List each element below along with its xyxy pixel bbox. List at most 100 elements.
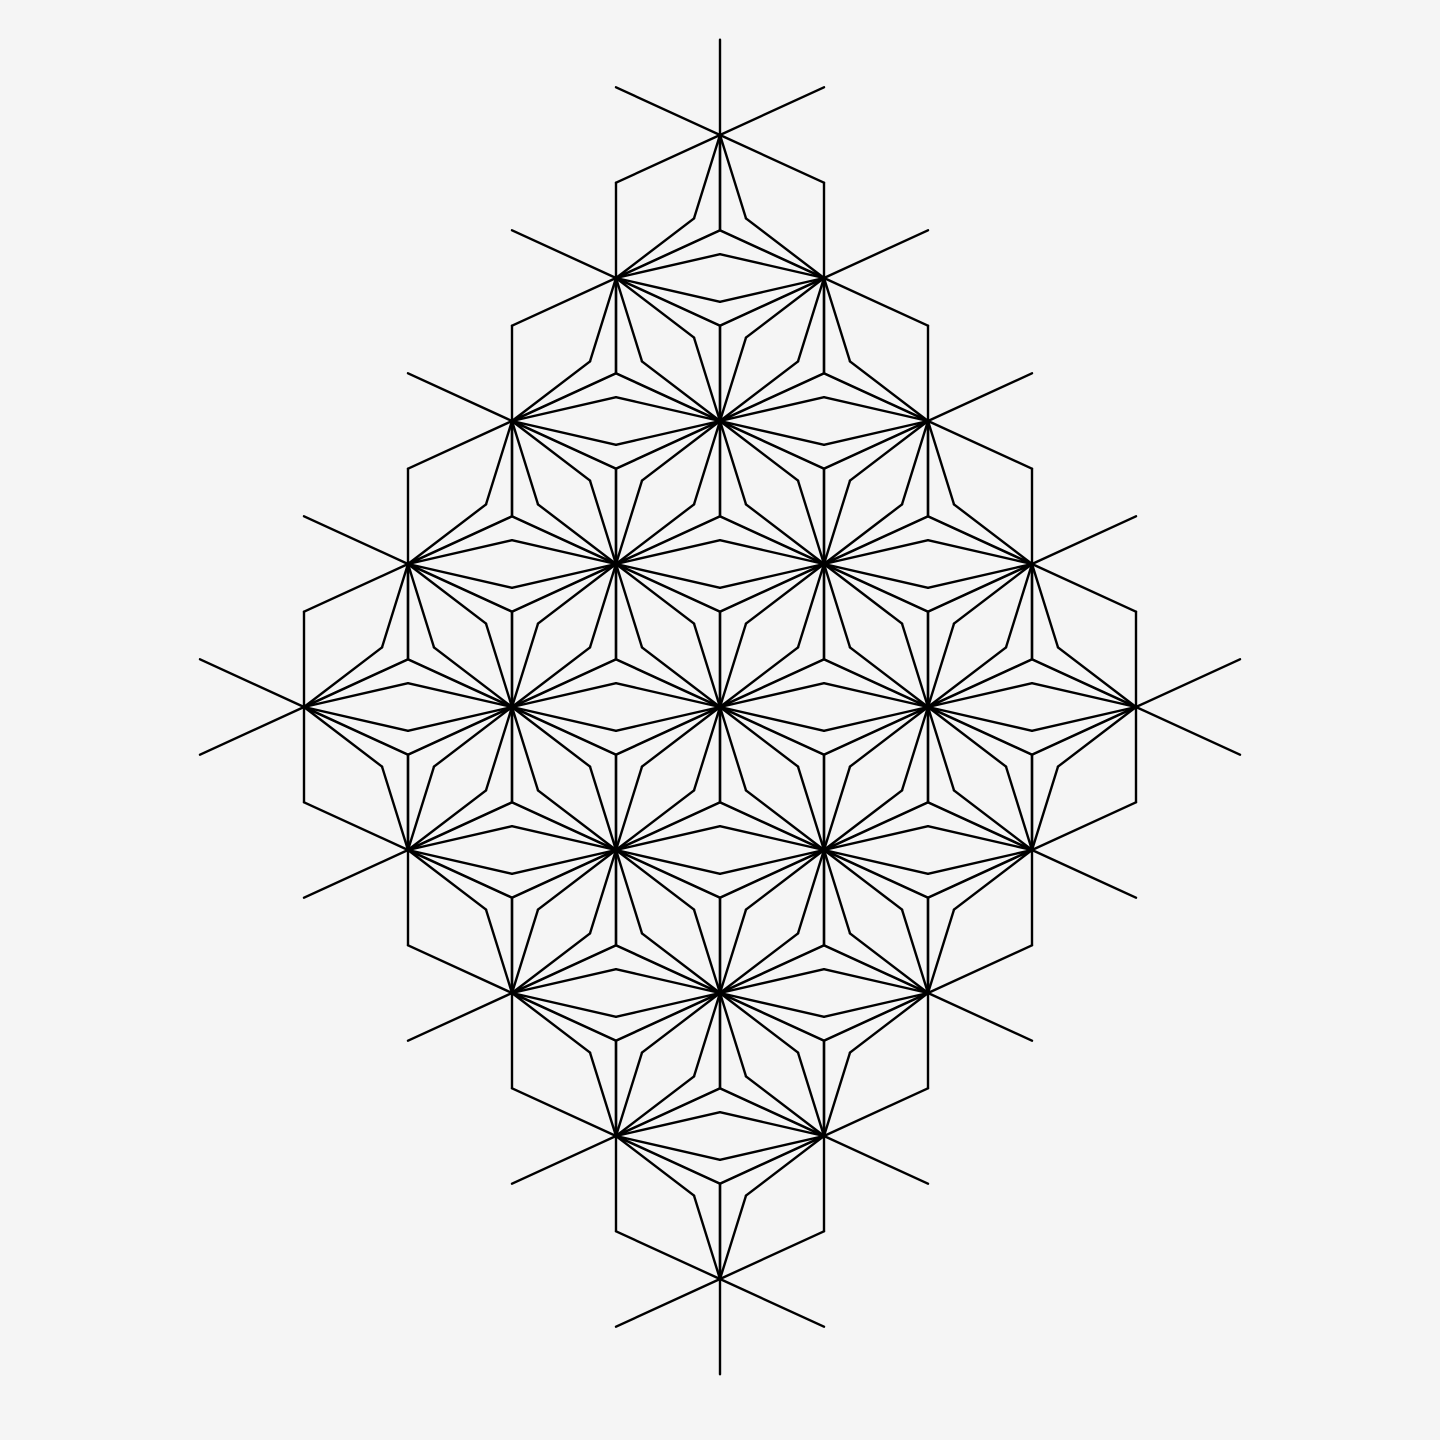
pattern-line: [510, 991, 592, 1054]
pattern-line: [406, 705, 514, 756]
pattern-line: [614, 682, 722, 709]
pattern-line: [380, 562, 410, 649]
pattern-line: [718, 944, 826, 995]
pattern-line: [588, 276, 618, 363]
pattern-line: [926, 705, 956, 792]
pattern-line: [926, 705, 1008, 768]
pattern-line: [510, 705, 592, 768]
pattern-line: [614, 276, 696, 339]
pattern-line: [510, 1134, 618, 1185]
pattern-line: [510, 229, 618, 280]
pattern-line: [926, 825, 1034, 852]
pattern-line: [1030, 801, 1138, 852]
pattern-line: [926, 658, 1034, 709]
pattern-line: [718, 1110, 826, 1138]
pattern-line: [718, 1277, 826, 1328]
pattern-line: [718, 515, 826, 566]
pattern-line: [614, 276, 722, 303]
pattern-line: [718, 1194, 748, 1281]
pattern-line: [588, 848, 618, 935]
pattern-line: [822, 825, 930, 852]
pattern-line: [822, 991, 930, 1042]
pattern-line: [536, 503, 618, 566]
pattern-line: [588, 765, 618, 852]
pattern-line: [718, 705, 748, 792]
pattern-line: [822, 658, 930, 709]
pattern-line: [406, 539, 514, 566]
pattern-line: [718, 991, 826, 1018]
pattern-line: [1134, 705, 1242, 756]
pattern-line: [406, 682, 514, 709]
pattern-line: [510, 1087, 618, 1138]
pattern-line: [640, 991, 722, 1054]
pattern-line: [926, 991, 1034, 1042]
pattern-line: [614, 658, 722, 709]
pattern-line: [510, 848, 618, 899]
pattern-line: [822, 789, 904, 852]
pattern-line: [692, 908, 722, 995]
pattern-line: [822, 1087, 930, 1138]
pattern-line: [718, 1134, 826, 1185]
pattern-line: [614, 801, 722, 852]
pattern-line: [718, 622, 748, 709]
pattern-line: [640, 932, 722, 995]
pattern-line: [614, 479, 644, 566]
pattern-line: [640, 646, 722, 709]
pattern-line: [510, 848, 618, 875]
pattern-line: [510, 372, 618, 423]
pattern-line: [822, 991, 930, 1018]
pattern-line: [614, 217, 696, 280]
pattern-line: [822, 419, 930, 470]
pattern-line: [848, 419, 930, 482]
pattern-line: [718, 252, 826, 280]
pattern-line: [822, 848, 930, 875]
pattern-line: [614, 562, 644, 649]
pattern-line: [510, 419, 618, 470]
pattern-line: [822, 968, 930, 995]
pattern-line: [1004, 562, 1034, 649]
pattern-line: [510, 908, 540, 995]
pattern-line: [926, 705, 1034, 732]
pattern-line: [640, 419, 722, 482]
pattern-line: [614, 1051, 644, 1138]
pattern-line: [1030, 765, 1060, 852]
pattern-line: [614, 562, 722, 589]
pattern-line: [926, 848, 1034, 875]
pattern-line: [718, 562, 826, 613]
pattern-line: [614, 705, 722, 756]
pattern-line: [484, 908, 514, 995]
pattern-line: [822, 801, 930, 852]
pattern-line: [406, 801, 514, 852]
pattern-line: [952, 562, 1034, 625]
asanoha-rhombus-pattern: [198, 38, 1242, 1376]
pattern-line: [718, 336, 748, 423]
pattern-line: [510, 705, 618, 756]
pattern-line: [510, 360, 592, 423]
pattern-line: [692, 336, 722, 423]
pattern-line: [692, 419, 722, 506]
pattern-line: [614, 848, 722, 899]
pattern-line: [302, 646, 384, 709]
pattern-line: [614, 276, 644, 363]
pattern-line: [198, 658, 306, 709]
pattern-line: [614, 848, 644, 935]
pattern-line: [952, 789, 1034, 852]
pattern-line: [718, 276, 826, 303]
pattern-line: [510, 419, 592, 482]
pattern-line: [1030, 562, 1138, 613]
pattern-line: [510, 968, 618, 995]
pattern-line: [302, 848, 410, 899]
pattern-line: [484, 705, 514, 792]
pattern-line: [744, 1075, 826, 1138]
pattern-line: [614, 372, 722, 423]
pattern-line: [926, 539, 1034, 566]
pattern-line: [588, 1051, 618, 1138]
pattern-line: [796, 562, 826, 649]
pattern-line: [302, 562, 410, 613]
pattern-line: [614, 705, 722, 732]
pattern-line: [926, 646, 1008, 709]
pattern-line: [510, 419, 618, 446]
pattern-line: [718, 562, 826, 589]
pattern-line: [822, 562, 930, 613]
pattern-line: [718, 932, 800, 995]
